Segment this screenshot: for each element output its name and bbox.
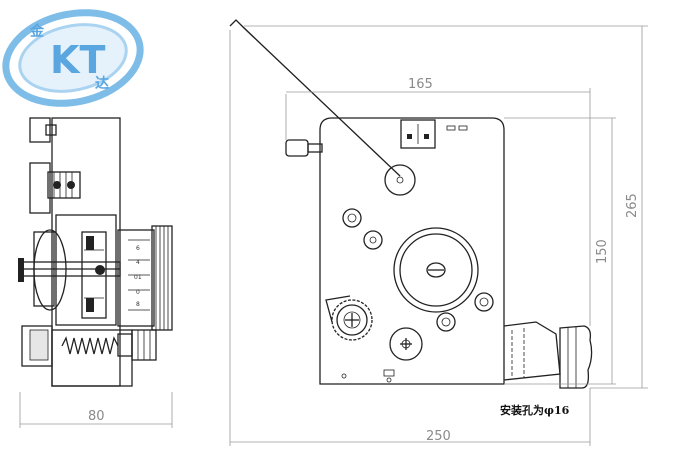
- logo-letters: KT: [50, 38, 105, 82]
- lower-pulley: [389, 327, 423, 361]
- lower-spring-block: [21, 325, 157, 387]
- left-gear: [325, 295, 373, 341]
- dim-265-label: 265: [625, 193, 640, 218]
- dim-80-label: 80: [88, 409, 105, 424]
- company-logo: KT 金 达: [2, 9, 144, 107]
- adjustment-dial: 6 4 01 0 8: [117, 225, 173, 331]
- main-wheel: [393, 227, 479, 313]
- mounting-hole-note: 安装孔为φ16: [500, 403, 570, 417]
- guide-pin: [285, 139, 323, 157]
- dimension-165: 165: [285, 77, 591, 326]
- arm-pulley: [384, 164, 416, 196]
- logo-glyph-right: 达: [95, 75, 109, 92]
- scale-label: 6: [136, 245, 140, 252]
- dim-165-label: 165: [408, 77, 433, 92]
- scale-label: 4: [136, 259, 140, 266]
- logo-glyph-top: 金: [29, 23, 45, 40]
- dimension-80: 80: [19, 392, 173, 428]
- dim-150-label: 150: [595, 239, 610, 264]
- tension-arm: [229, 19, 401, 177]
- front-view: 165 265 150 250 安装孔为φ16: [229, 19, 648, 446]
- center-shaft: [18, 214, 121, 326]
- side-knob: [503, 321, 593, 389]
- side-view: 6 4 01 0 8 80: [18, 117, 173, 428]
- dim-250-label: 250: [426, 429, 451, 444]
- scale-label: 01: [134, 274, 142, 281]
- small-pulleys: [342, 208, 494, 332]
- sensor-block: [400, 119, 468, 149]
- scale-label: 0: [136, 289, 140, 296]
- bottom-screws: [341, 369, 395, 383]
- scale-label: 8: [136, 301, 140, 308]
- dimension-150: 150: [504, 117, 616, 385]
- dimension-250: 250: [229, 30, 591, 446]
- dimension-265: 265: [244, 25, 648, 389]
- main-plate: [319, 117, 505, 385]
- upper-bearing: [47, 171, 81, 199]
